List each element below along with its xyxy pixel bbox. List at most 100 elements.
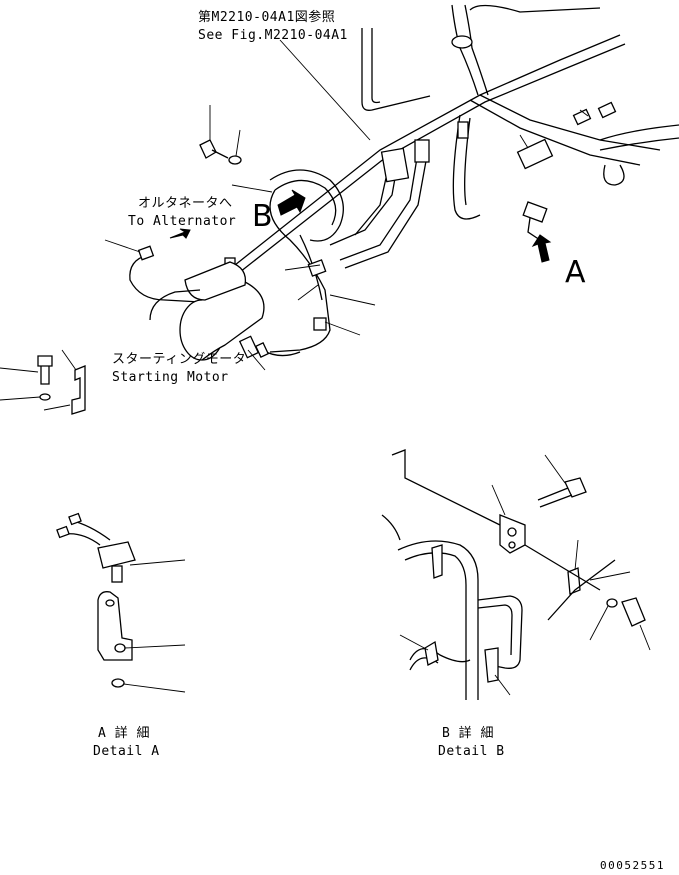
detail-a-jp-label: A 詳 細 [98,726,150,741]
left-washer [39,393,51,401]
callout-washer [235,129,241,157]
detail-a-callout-1 [129,559,186,566]
detail-b-jp-label: B 詳 細 [442,726,494,741]
ref-fig-jp-label: 第M2210-04A1図参照 [198,10,336,25]
alternator-wire [129,254,201,303]
alternator-en-label: To Alternator [128,214,237,229]
right-hose-1 [599,124,679,141]
view-a-label: A [565,255,586,290]
detail-a-switch-stem [111,565,123,583]
detail-a-hole-2 [114,643,126,653]
detail-b-callout-1 [544,454,566,484]
starting-motor-jp-label: スターティングモータ [112,352,247,367]
detail-a-callout-3 [123,683,186,693]
arrow-alternator [169,228,191,239]
bundle-2 [344,149,429,269]
starter-cable-terminal [254,342,270,358]
loop-harness-b [269,169,344,242]
clamp-1 [307,259,327,277]
detail-b-callout-4 [589,571,631,581]
detail-a-bracket [97,591,133,661]
vertical-pipe [361,28,431,111]
loop-harness-b-2 [274,179,337,226]
detail-b-callout-2 [491,484,506,516]
detail-a-switch [97,541,136,569]
right-loop [603,164,625,186]
detail-b-right-rod [524,544,616,621]
callout-ref [279,39,371,141]
detail-b-wire-left [409,648,471,663]
detail-b-callout-5 [589,605,609,641]
callout-right2 [579,109,589,117]
connector-small-1 [572,108,592,126]
connector-block-center-2 [414,139,430,163]
right-hose-2 [599,137,679,151]
detail-b-bolt-shank [537,487,573,508]
detail-a-connector-1 [56,525,70,539]
callout-clamp [284,264,321,271]
center-loop-wire [452,114,481,220]
top-hose [451,4,479,96]
detail-b-clamp-left [424,640,439,666]
callout-right1 [519,134,529,149]
switch-a-top [522,201,548,223]
connector-block-center [380,147,410,183]
detail-a-en-label: Detail A [93,744,160,759]
ref-fig-en-label: See Fig.M2210-04A1 [198,28,348,43]
main-harness-bar-lower [239,43,626,273]
detail-b-callout-3 [574,539,579,571]
left-bolt-shank [40,366,50,385]
view-b-label: B [252,199,273,234]
grommet [451,35,473,49]
left-callout-4 [43,404,71,411]
detail-b-bracket-hole [507,527,517,537]
clamp-2 [313,317,327,331]
detail-b-callout-6 [639,624,651,651]
detail-b-callout-8 [494,674,511,696]
connector-block-right [516,138,554,170]
washer-top [228,155,242,165]
top-right-wire [469,4,601,13]
detail-b-pipe-inner [404,552,467,700]
callout-wire [231,184,273,193]
detail-b-frame-left [381,514,401,541]
left-bolt [37,355,53,367]
harness-branch-right [479,94,661,151]
callout-hose2 [324,321,361,336]
detail-a-hole [105,599,115,607]
detail-b-bolt [564,477,587,498]
detail-b-pipe-2b [477,604,513,656]
starter-motor-body [201,281,265,361]
starter-mount [149,289,201,321]
detail-b-bolt-2 [621,597,646,627]
left-callout-2 [0,396,41,401]
center-connector [457,121,469,139]
left-callout-1 [0,367,39,373]
harness-branch-right-2 [469,99,641,166]
starting-motor-en-label: Starting Motor [112,370,229,385]
vertical-pipe-inner [371,28,381,104]
callout-starter [247,349,266,371]
detail-a-connector-2 [68,512,82,526]
detail-a-washer [111,678,125,688]
alternator-jp-label: オルタネータへ [138,196,233,211]
detail-b-washer [606,598,618,608]
bolt-top [199,139,217,159]
detail-b-callout-7 [399,634,429,651]
callout-hose [329,294,376,306]
detail-b-bracket-hole-2 [508,541,516,549]
left-callout-3 [61,349,77,371]
detail-b-en-label: Detail B [438,744,505,759]
callout-alt [104,239,141,253]
callout-clamp2 [297,284,319,301]
switch-a-bracket [527,217,541,241]
detail-b-clamp-top [431,544,443,579]
detail-b-pipe-outer [397,540,479,700]
bolt-top-shank [211,149,229,159]
top-hose-2 [464,4,489,96]
arrow-a [531,234,552,263]
bundle-1 [339,139,421,261]
detail-b-frame [391,449,501,526]
